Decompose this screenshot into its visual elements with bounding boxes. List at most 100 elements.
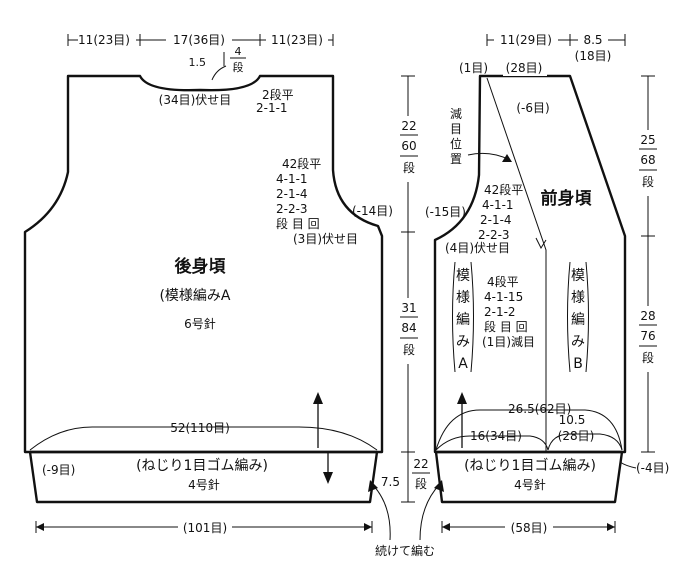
pattern-a-3: 編: [456, 312, 470, 328]
back-bottom-width: (101目): [183, 521, 227, 535]
back-armhole-decrease: (-14目): [352, 204, 393, 218]
pattern-b-1: 模: [571, 268, 585, 284]
pattern-a-2: 様: [456, 290, 470, 306]
front-rib-decrease: (-4目): [636, 461, 669, 475]
front-rib-needle: 4号針: [514, 477, 546, 492]
lower-height-unit: 段: [403, 342, 415, 357]
back-armhole-bindoff: (3目)伏せ目: [293, 232, 358, 246]
back-pattern: (模様編みA: [159, 288, 230, 304]
front-armhole-rule-1: 42段平: [484, 182, 523, 197]
back-neck-width: 17(36目): [173, 33, 225, 47]
pattern-a-1: 模: [456, 268, 470, 284]
right-lower-rows: 76: [640, 329, 655, 343]
front-shoulder-sts: (28目): [506, 61, 543, 75]
back-center-labels: 後身頃 (模様編みA 6号針 52(110目) (-9目) (ねじり1目ゴム編み…: [42, 256, 268, 492]
upper-height-unit: 段: [403, 160, 415, 175]
pattern-a-5: A: [458, 356, 468, 372]
right-upper-unit: 段: [642, 174, 654, 189]
right-upper-cm: 25: [640, 133, 655, 147]
lower-height-cm: 31: [401, 301, 416, 315]
front-body-outline: [433, 74, 627, 454]
back-rib-needle: 4号針: [188, 477, 220, 492]
back-bottom-dimension: (101目): [35, 519, 373, 535]
back-width-arc: [29, 426, 378, 451]
front-title: 前身頃: [541, 188, 593, 209]
back-rib-decrease: (-9目): [42, 463, 75, 477]
front-top-dimension: 11(29目) 8.5 (18目): [486, 31, 626, 63]
rib-height-unit: 段: [415, 476, 427, 491]
back-neck-labels: 1.5 4 段 (34目)伏せ目 2段平 2-1-1: [159, 45, 294, 115]
back-shoulder-width-left: 11(23目): [78, 33, 130, 47]
front-shoulder-one: (1目): [459, 61, 488, 75]
front-body-piece: [433, 74, 627, 504]
back-needle: 6号針: [184, 316, 216, 331]
rib-height-cm: 7.5: [381, 475, 400, 489]
front-body-width: 26.5(62目): [508, 402, 571, 416]
back-neck-rule-2: 2-1-1: [256, 101, 288, 115]
front-armhole-rule-3: 2-1-4: [480, 213, 512, 227]
back-rib-name: (ねじり1目ゴム編み): [136, 457, 268, 474]
left-height-dimension: 22 60 段 31 84 段 7.5 22 段: [381, 75, 432, 503]
front-pattern-divider: [486, 77, 547, 452]
pattern-b-2: 様: [571, 290, 585, 306]
front-upper-labels: (1目) (28目) (-6目) 減 目 位 置 42段平 4-1-1 2-1-…: [425, 60, 592, 255]
front-width-b-sts: (28目): [558, 429, 595, 443]
back-armhole-rule-1: 42段平: [282, 156, 321, 171]
front-rule-1: 4段平: [487, 274, 519, 289]
back-neck-rule-1: 2段平: [262, 87, 294, 102]
front-rib-name: (ねじり1目ゴム編み): [464, 457, 596, 474]
continue-note: 続けて編む: [368, 480, 444, 558]
right-upper-rows: 68: [640, 153, 655, 167]
pattern-b-5: B: [573, 356, 583, 372]
front-bottom-dimension: (58目): [441, 519, 616, 535]
right-lower-cm: 28: [640, 309, 655, 323]
back-body-width: 52(110目): [170, 421, 230, 435]
front-pattern-labels: 模 様 編 み A 模 様 編 み B 4段平 4-1-15 2-1-2 段 目…: [452, 261, 589, 373]
back-armhole-rule-4: 2-2-3: [276, 202, 308, 216]
back-body-outline: [23, 74, 384, 454]
front-rule-2: 4-1-15: [484, 290, 523, 304]
back-armhole-rule-3: 2-1-4: [276, 187, 308, 201]
front-rule-4: 段 目 回: [484, 319, 528, 334]
dec-position-4: 置: [450, 152, 462, 166]
pattern-b-4: み: [571, 334, 585, 350]
front-shoulder-width: 11(29目): [500, 33, 552, 47]
back-title: 後身頃: [175, 256, 227, 277]
upper-height-rows: 60: [401, 139, 416, 153]
front-width-b-cm: 10.5: [559, 413, 586, 427]
front-armhole-rule-4: 2-2-3: [478, 228, 510, 242]
dec-position-3: 位: [450, 136, 462, 151]
front-neck-width-cm: 8.5: [583, 33, 602, 47]
front-rule-3: 2-1-2: [484, 305, 516, 319]
front-neck-width-sts: (18目): [575, 49, 612, 63]
upper-height-cm: 22: [401, 119, 416, 133]
back-top-dimension: 11(23目) 17(36目) 11(23目): [67, 31, 334, 47]
pattern-a-4: み: [456, 334, 470, 350]
lower-height-rows: 84: [401, 321, 416, 335]
front-armhole-bindoff: (4目)伏せ目: [445, 241, 510, 255]
back-neck-depth-unit: 段: [233, 60, 244, 74]
rib-height-rows: 22: [413, 457, 428, 471]
back-armhole-rule-2: 4-1-1: [276, 172, 308, 186]
pattern-b-3: 編: [571, 312, 585, 328]
dec-position-2: 目: [450, 122, 462, 136]
back-armhole-rule-5: 段 目 回: [276, 216, 320, 231]
continue-note-text: 続けて編む: [375, 543, 435, 558]
front-bottom-width: (58目): [511, 521, 548, 535]
front-width-a: 16(34目): [470, 429, 522, 443]
back-shoulder-width-right: 11(23目): [271, 33, 323, 47]
back-neck-bindoff: (34目)伏せ目: [159, 93, 232, 107]
back-armhole-labels: 42段平 4-1-1 2-1-4 2-2-3 段 目 回 (3目)伏せ目 (-1…: [276, 156, 393, 246]
back-rib-band: [28, 450, 379, 504]
back-neck-depth-cm: 1.5: [189, 56, 207, 69]
dec-position-1: 減: [450, 106, 462, 121]
front-armhole-decrease: (-15目): [425, 205, 466, 219]
front-top-decrease: (-6目): [516, 101, 549, 115]
right-height-dimension: 25 68 段 28 76 段: [637, 75, 659, 453]
back-body-piece: [23, 74, 384, 504]
front-armhole-rule-2: 4-1-1: [482, 198, 514, 212]
front-rule-5: (1目)減目: [482, 334, 535, 349]
front-lower-labels: 26.5(62目) 16(34目) 10.5 (28目) (ねじり1目ゴム編み)…: [464, 402, 669, 492]
right-lower-unit: 段: [642, 350, 654, 365]
